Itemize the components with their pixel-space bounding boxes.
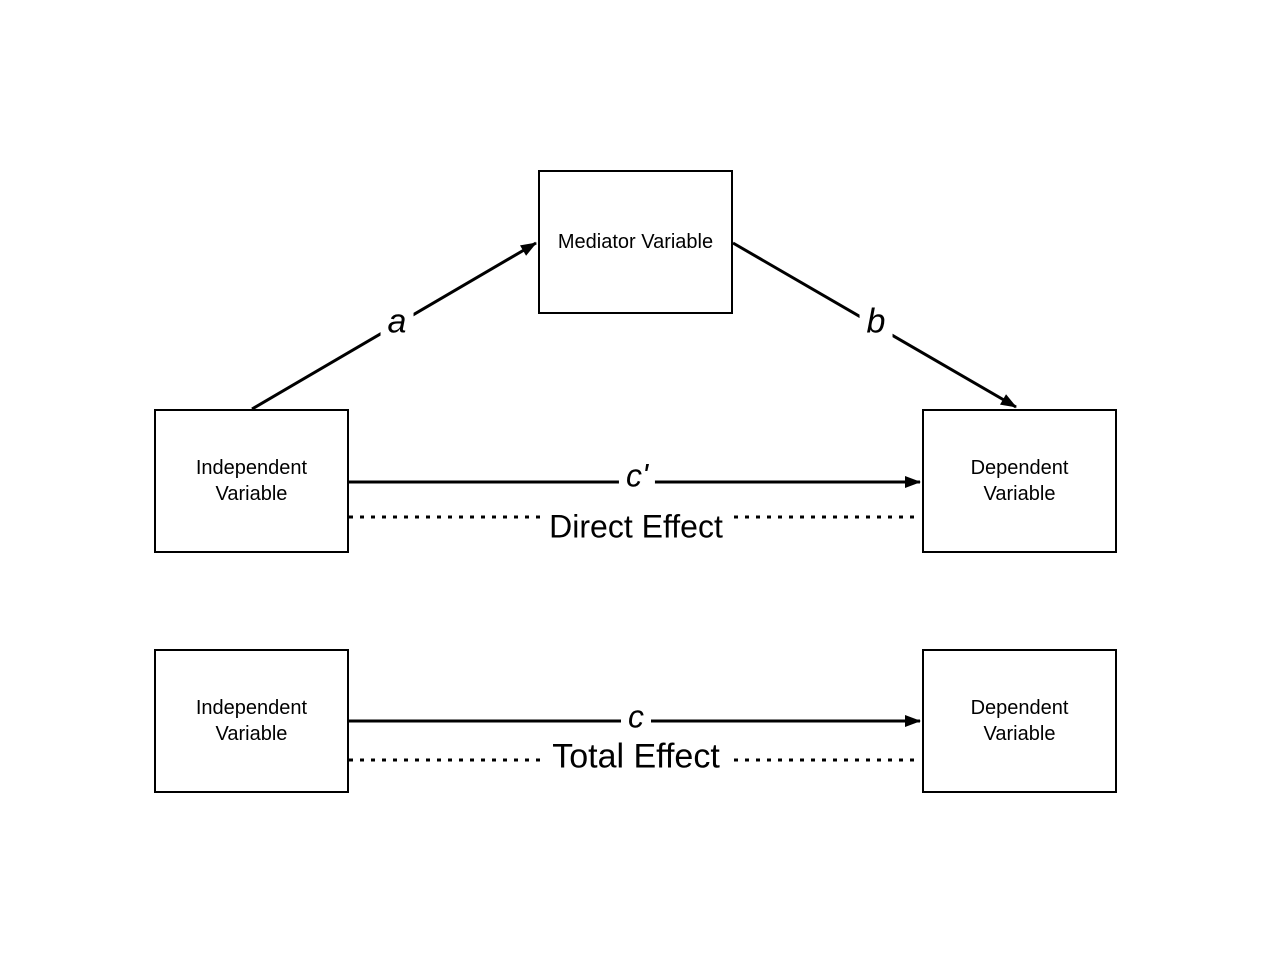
direct-effect-label: Direct Effect: [542, 508, 730, 546]
path-c-prime-label: c': [618, 457, 656, 495]
dependent-variable-label-line1: Dependent: [970, 457, 1069, 479]
dependent-variable-box-mediation: Dependent Variable: [922, 409, 1117, 553]
independent-variable-label-line2: Variable: [215, 483, 288, 505]
path-b-label: b: [859, 302, 893, 342]
dependent-variable-label-line2: Variable: [983, 723, 1056, 745]
independent-variable-box-total: Independent Variable: [154, 649, 349, 793]
mediator-variable-label: Mediator Variable: [557, 231, 714, 253]
dependent-variable-label-line2: Variable: [983, 483, 1056, 505]
independent-variable-box-mediation: Independent Variable: [154, 409, 349, 553]
path-c-label: c: [621, 698, 651, 736]
independent-variable-label-line1: Independent: [195, 697, 308, 719]
path-a-label: a: [380, 302, 414, 342]
independent-variable-label-line1: Independent: [195, 457, 308, 479]
total-effect-label: Total Effect: [545, 737, 727, 777]
dependent-variable-box-total: Dependent Variable: [922, 649, 1117, 793]
independent-variable-label-line2: Variable: [215, 723, 288, 745]
dependent-variable-label-line1: Dependent: [970, 697, 1069, 719]
mediator-variable-box: Mediator Variable: [538, 170, 733, 314]
